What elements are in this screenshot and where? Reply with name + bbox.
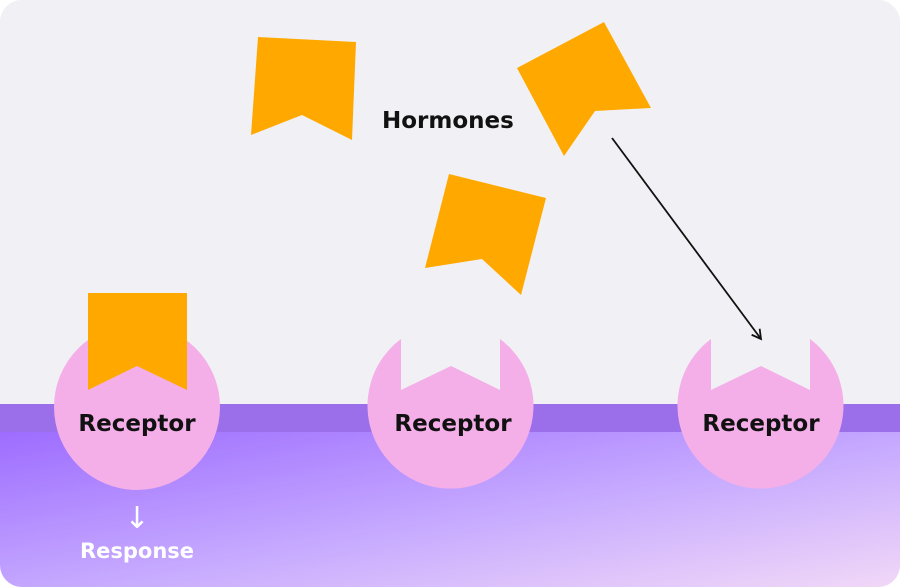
receptor-3-body: [677, 339, 844, 489]
hormone-1: [251, 37, 356, 140]
receptor-1-label: Receptor: [78, 411, 196, 437]
hormone-2: [425, 174, 546, 295]
bound-hormone: [88, 293, 187, 390]
binding-arrow: [611, 137, 763, 341]
hormone-3: [517, 22, 651, 156]
hormones-label: Hormones: [382, 108, 514, 134]
receptor-3: Receptor: [677, 339, 844, 489]
receptor-2-body: [367, 339, 534, 489]
response-arrow-icon: ↓: [124, 501, 149, 536]
receptor-2: Receptor: [367, 339, 534, 489]
response-label: Response: [80, 539, 194, 563]
receptor-1: Receptor: [54, 293, 220, 490]
receptor-2-label: Receptor: [394, 411, 512, 437]
receptor-3-label: Receptor: [702, 411, 820, 437]
